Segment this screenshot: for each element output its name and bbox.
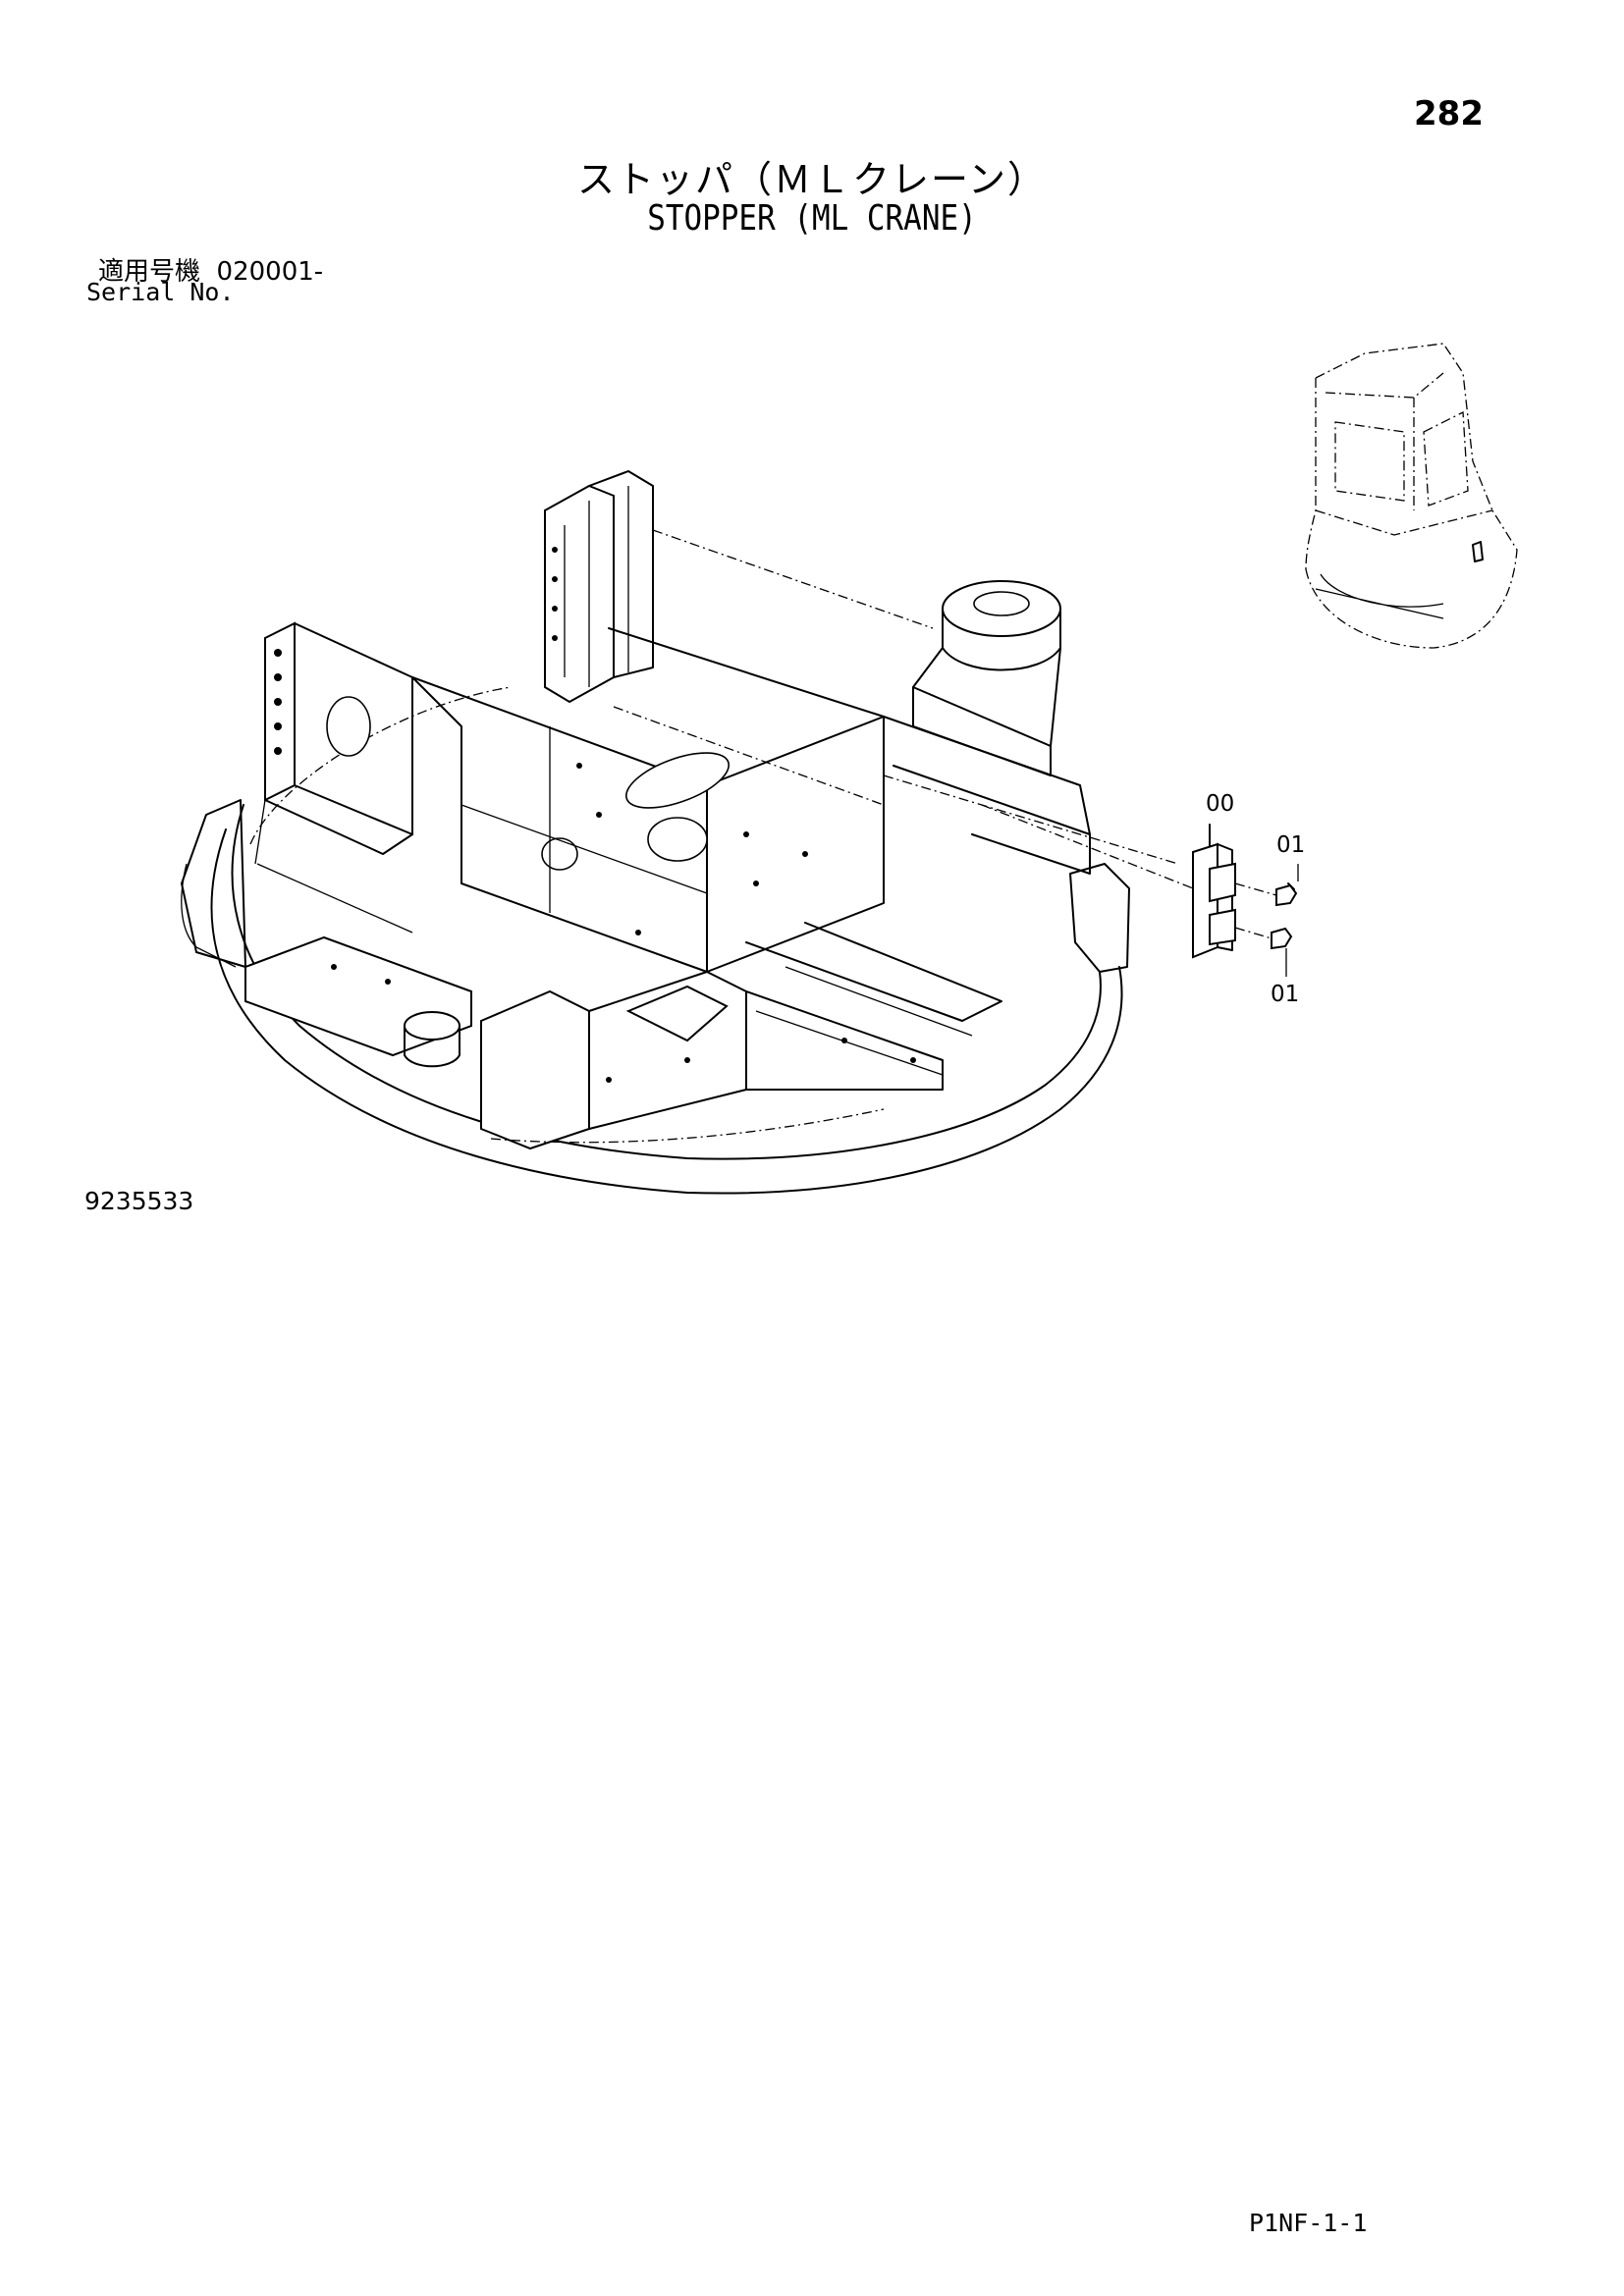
bolt-parts: [1234, 864, 1299, 977]
serial-value: 020001-: [216, 257, 324, 287]
serial-label-japanese: 適用号機: [98, 257, 201, 287]
lower-cross-members: [244, 922, 1002, 1150]
stopper-part: [1192, 824, 1236, 959]
serial-label-english: Serial No.: [86, 278, 235, 306]
page-title-japanese: ストッパ（ＭＬクレーン）: [576, 158, 1048, 201]
footer-code: P1NF-1-1: [1249, 2209, 1368, 2237]
page-title-english: STOPPER (ML CRANE): [647, 198, 977, 239]
left-upright: [254, 621, 413, 934]
machine-thumbnail: [1305, 343, 1518, 649]
callout-00: 00: [1206, 791, 1235, 817]
callout-01-lower: 01: [1271, 982, 1300, 1007]
right-frame-arm: [883, 716, 1194, 889]
figure-id: 9235533: [84, 1187, 194, 1215]
center-frame: [411, 627, 885, 973]
callout-01-upper: 01: [1276, 832, 1306, 858]
serial-applicability: 適用号機 020001-: [98, 251, 323, 288]
rear-tower: [544, 470, 934, 806]
swing-boss: [912, 580, 1061, 776]
page-number: 282: [1414, 94, 1484, 133]
